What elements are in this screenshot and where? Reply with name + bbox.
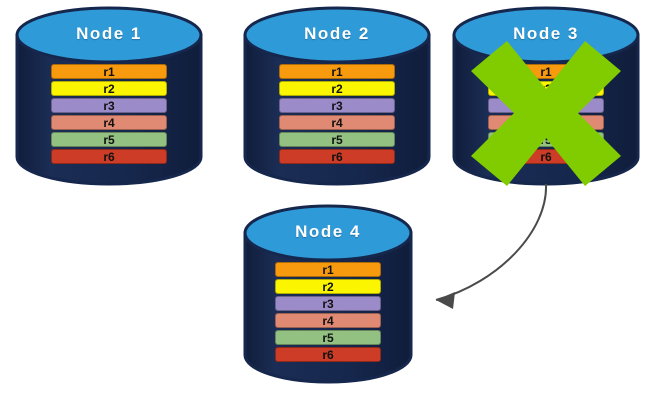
row-label: r2: [540, 81, 552, 96]
row-bar-r5: r5: [275, 330, 381, 345]
row-bar-r1: r1: [488, 64, 604, 79]
row-label: r5: [540, 132, 552, 147]
row-bar-r4: r4: [279, 115, 395, 130]
row-label: r2: [322, 279, 334, 294]
row-bar-r5: r5: [279, 132, 395, 147]
row-label: r5: [331, 132, 343, 147]
row-label: r1: [540, 64, 552, 79]
row-bar-r3: r3: [51, 98, 167, 113]
row-label: r6: [540, 149, 552, 164]
row-list: r1 r2 r3 r4 r5 r6: [279, 64, 395, 164]
row-bar-r2: r2: [51, 81, 167, 96]
row-label: r6: [322, 347, 334, 362]
row-bar-r3: r3: [279, 98, 395, 113]
row-bar-r4: r4: [51, 115, 167, 130]
row-label: r6: [103, 149, 115, 164]
row-bar-r5: r5: [488, 132, 604, 147]
row-label: r1: [331, 64, 343, 79]
row-label: r4: [331, 115, 343, 130]
row-label: r1: [322, 262, 334, 277]
row-bar-r6: r6: [275, 347, 381, 362]
row-bar-r6: r6: [488, 149, 604, 164]
row-label: r2: [103, 81, 115, 96]
row-label: r5: [322, 330, 334, 345]
row-label: r3: [331, 98, 343, 113]
row-label: r1: [103, 64, 115, 79]
row-label: r6: [331, 149, 343, 164]
row-list: r1 r2 r3 r4 r5 r6: [488, 64, 604, 164]
row-bar-r3: r3: [488, 98, 604, 113]
row-label: r4: [322, 313, 334, 328]
row-list: r1 r2 r3 r4 r5 r6: [51, 64, 167, 164]
row-label: r5: [103, 132, 115, 147]
row-bar-r4: r4: [488, 115, 604, 130]
row-bar-r5: r5: [51, 132, 167, 147]
row-label: r4: [103, 115, 115, 130]
row-bar-r1: r1: [275, 262, 381, 277]
row-bar-r6: r6: [279, 149, 395, 164]
row-list: r1 r2 r3 r4 r5 r6: [275, 262, 381, 362]
row-label: r3: [103, 98, 115, 113]
row-label: r4: [540, 115, 552, 130]
row-bar-r2: r2: [275, 279, 381, 294]
row-bar-r1: r1: [51, 64, 167, 79]
row-bar-r1: r1: [279, 64, 395, 79]
row-bar-r6: r6: [51, 149, 167, 164]
row-bar-r4: r4: [275, 313, 381, 328]
row-label: r3: [540, 98, 552, 113]
row-label: r3: [322, 296, 334, 311]
row-label: r2: [331, 81, 343, 96]
row-bar-r2: r2: [279, 81, 395, 96]
row-bar-r3: r3: [275, 296, 381, 311]
row-bar-r2: r2: [488, 81, 604, 96]
